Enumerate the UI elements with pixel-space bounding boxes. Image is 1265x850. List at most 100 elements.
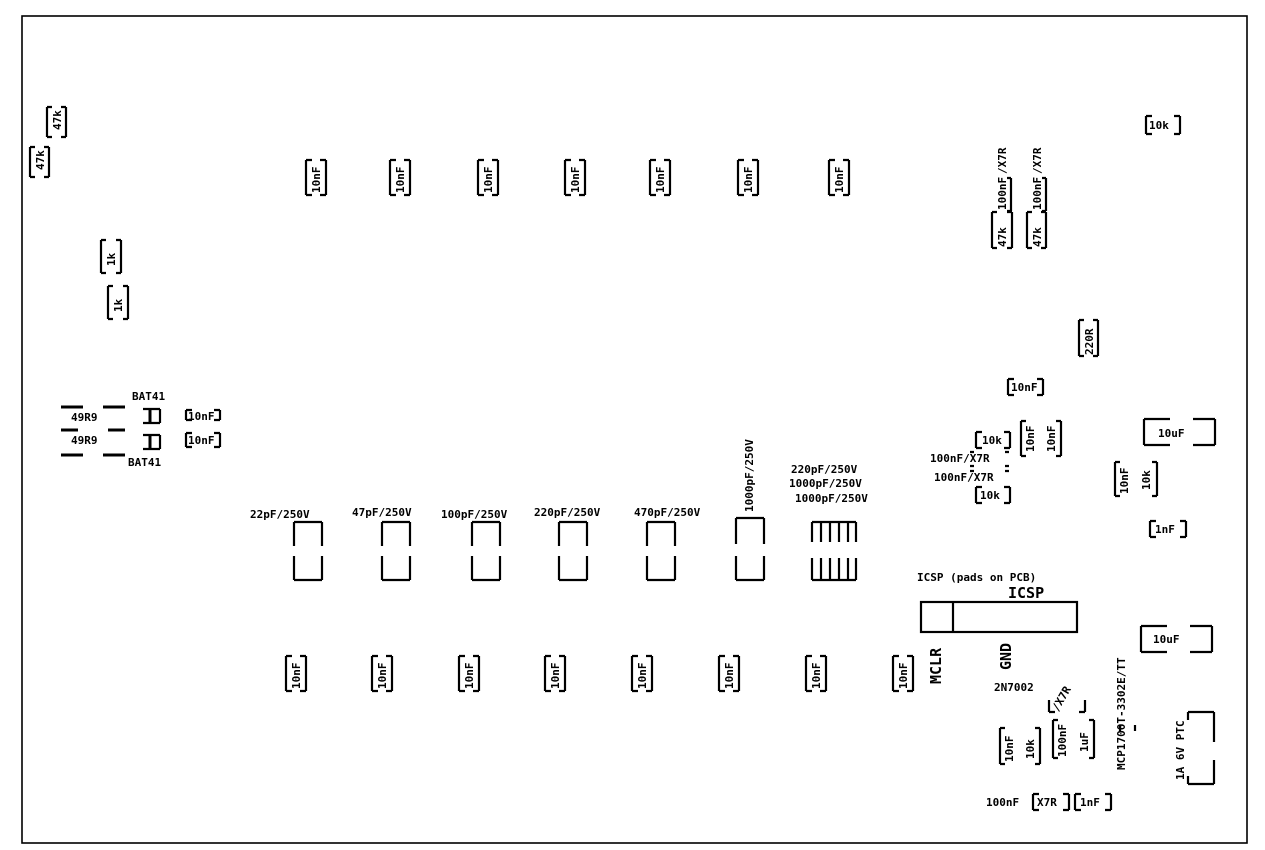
cap-10nf-bottom-8: 10nF bbox=[891, 654, 915, 693]
cap-10nf-top-6: 10nF bbox=[736, 158, 760, 197]
icsp-title: ICSP bbox=[1008, 584, 1044, 602]
board-outline bbox=[21, 15, 1248, 844]
svg-text:/X7R: /X7R bbox=[1031, 147, 1044, 174]
svg-text:10nF: 10nF bbox=[376, 663, 389, 690]
cap-100nf-x7r-bottom: 100nF X7R bbox=[986, 792, 1071, 812]
svg-text:49R9: 49R9 bbox=[71, 411, 98, 424]
svg-text:10nF: 10nF bbox=[1045, 426, 1058, 453]
svg-text:100pF/250V: 100pF/250V bbox=[441, 508, 508, 521]
svg-text:470pF/250V: 470pF/250V bbox=[634, 506, 701, 519]
svg-text:47k: 47k bbox=[996, 227, 1009, 247]
svg-text:1A 6V PTC: 1A 6V PTC bbox=[1174, 720, 1187, 780]
cap-stack-220pf-1000pf: 220pF/250V 1000pF/250V 1000pF/250V bbox=[789, 463, 868, 582]
svg-text:BAT41: BAT41 bbox=[128, 456, 161, 469]
svg-text:100nF: 100nF bbox=[1031, 177, 1044, 210]
icsp-connector: ICSP (pads on PCB) ICSP MCLR GND bbox=[917, 571, 1079, 684]
cap-10nf-right-vert: 10nF bbox=[1113, 460, 1131, 498]
cap-100nf-x7r-right-b: 100nF /X7R bbox=[1031, 147, 1048, 213]
cap-10nf-bottom-right: 10nF bbox=[998, 726, 1016, 766]
svg-text:10nF: 10nF bbox=[1024, 426, 1037, 453]
svg-text:49R9: 49R9 bbox=[71, 434, 98, 447]
svg-text:MCP1700T-3302E/TT: MCP1700T-3302E/TT bbox=[1115, 657, 1128, 770]
cap-1000pf-250v-vertical: 1000pF/250V bbox=[734, 439, 766, 582]
icsp-pin-mclr: MCLR bbox=[927, 647, 945, 684]
svg-text:100nF/X7R: 100nF/X7R bbox=[930, 452, 990, 465]
svg-text:10k: 10k bbox=[980, 489, 1000, 502]
resistor-10k-bottom-right: 10k bbox=[1024, 726, 1042, 766]
svg-text:X7R: X7R bbox=[1037, 796, 1057, 809]
svg-text:47k: 47k bbox=[51, 110, 64, 130]
cap-10nf-bottom-2: 10nF bbox=[370, 654, 394, 693]
cap-1nf-bottom: 1nF bbox=[1073, 792, 1113, 812]
svg-text:10nF: 10nF bbox=[549, 663, 562, 690]
diode-bat41-a: BAT41 bbox=[132, 390, 165, 425]
cap-10nf-top-2: 10nF bbox=[388, 158, 412, 197]
fuse-ptc: 1A 6V PTC bbox=[1174, 710, 1216, 786]
resistor-47k-right-b: 47k bbox=[1025, 210, 1048, 250]
svg-text:/X7R: /X7R bbox=[996, 147, 1009, 174]
svg-text:10nF: 10nF bbox=[897, 663, 910, 690]
svg-text:10uF: 10uF bbox=[1153, 633, 1180, 646]
cap-470pf-250v: 470pF/250V bbox=[634, 506, 701, 582]
resistor-47k-b: 47k bbox=[45, 105, 68, 139]
svg-text:1k: 1k bbox=[112, 298, 125, 312]
cap-10nf-top-5: 10nF bbox=[648, 158, 672, 197]
cap-100nf-bottom-right: 100nF bbox=[1051, 718, 1069, 760]
cap-100nf-x7r-mid-a: 100nF/X7R bbox=[930, 450, 1009, 468]
cap-10nf-left-a: 10nF bbox=[184, 408, 222, 423]
cap-10nf-top-3: 10nF bbox=[476, 158, 500, 197]
svg-text:10nF: 10nF bbox=[463, 663, 476, 690]
svg-text:10nF: 10nF bbox=[188, 434, 215, 447]
resistor-10k-right-vert: 10k bbox=[1140, 460, 1159, 498]
resistor-47k-a: 47k bbox=[28, 145, 51, 179]
svg-text:2N7002: 2N7002 bbox=[994, 681, 1034, 694]
cap-10nf-bottom-1: 10nF bbox=[284, 654, 308, 693]
svg-text:100nF: 100nF bbox=[1056, 724, 1069, 757]
svg-text:100nF: 100nF bbox=[986, 796, 1019, 809]
resistor-47k-right-a: 47k bbox=[990, 210, 1014, 250]
resistor-10k-mid-a: 10k bbox=[974, 430, 1012, 450]
cap-1uf-bottom-right: 1uF bbox=[1078, 718, 1096, 760]
resistor-1k-b: 1k bbox=[106, 284, 130, 321]
cap-100nf-x7r-mid-b: 100nF/X7R bbox=[934, 469, 1009, 484]
svg-text:BAT41: BAT41 bbox=[132, 390, 165, 403]
svg-text:10nF: 10nF bbox=[482, 167, 495, 194]
svg-text:10k: 10k bbox=[1140, 470, 1153, 490]
cap-10nf-bottom-6: 10nF bbox=[717, 654, 741, 693]
cap-10nf-bottom-3: 10nF bbox=[457, 654, 481, 693]
svg-text:1000pF/250V: 1000pF/250V bbox=[789, 477, 862, 490]
cap-100pf-250v: 100pF/250V bbox=[441, 508, 508, 582]
svg-text:1nF: 1nF bbox=[1155, 523, 1175, 536]
cap-10uf-upper: 10uF bbox=[1142, 417, 1217, 447]
svg-text:220pF/250V: 220pF/250V bbox=[534, 506, 601, 519]
mosfet-2n7002: 2N7002 bbox=[994, 681, 1034, 694]
cap-10nf-pair-a: 10nF bbox=[1019, 419, 1037, 458]
icsp-pin-gnd: GND bbox=[997, 643, 1015, 670]
cap-10nf-mid-right: 10nF bbox=[1006, 377, 1045, 397]
svg-text:/X7R: /X7R bbox=[1049, 684, 1074, 714]
svg-text:47k: 47k bbox=[34, 150, 47, 170]
cap-10nf-left-b: 10nF bbox=[184, 431, 222, 449]
icsp-note: ICSP (pads on PCB) bbox=[917, 571, 1036, 584]
svg-text:10k: 10k bbox=[982, 434, 1002, 447]
svg-text:10uF: 10uF bbox=[1158, 427, 1185, 440]
svg-text:1000pF/250V: 1000pF/250V bbox=[743, 439, 756, 512]
svg-text:10nF: 10nF bbox=[723, 663, 736, 690]
svg-text:10k: 10k bbox=[1024, 739, 1037, 759]
resistor-220r: 220R bbox=[1077, 318, 1100, 358]
svg-text:10nF: 10nF bbox=[810, 663, 823, 690]
svg-text:1000pF/250V: 1000pF/250V bbox=[795, 492, 868, 505]
cap-10nf-bottom-5: 10nF bbox=[630, 654, 654, 693]
svg-text:10k: 10k bbox=[1149, 119, 1169, 132]
svg-text:10nF: 10nF bbox=[833, 167, 846, 194]
svg-text:10nF: 10nF bbox=[654, 167, 667, 194]
cap-10nf-top-1: 10nF bbox=[304, 158, 328, 197]
cap-100nf-x7r-right-a: 100nF /X7R bbox=[996, 147, 1013, 213]
cap-10nf-pair-b: 10nF bbox=[1045, 419, 1063, 458]
resistor-49r9-a: 49R9 bbox=[61, 405, 125, 432]
svg-text:10nF: 10nF bbox=[1003, 736, 1016, 763]
resistor-10k-mid-b: 10k bbox=[974, 485, 1012, 505]
svg-text:47k: 47k bbox=[1031, 227, 1044, 247]
svg-text:1nF: 1nF bbox=[1080, 796, 1100, 809]
